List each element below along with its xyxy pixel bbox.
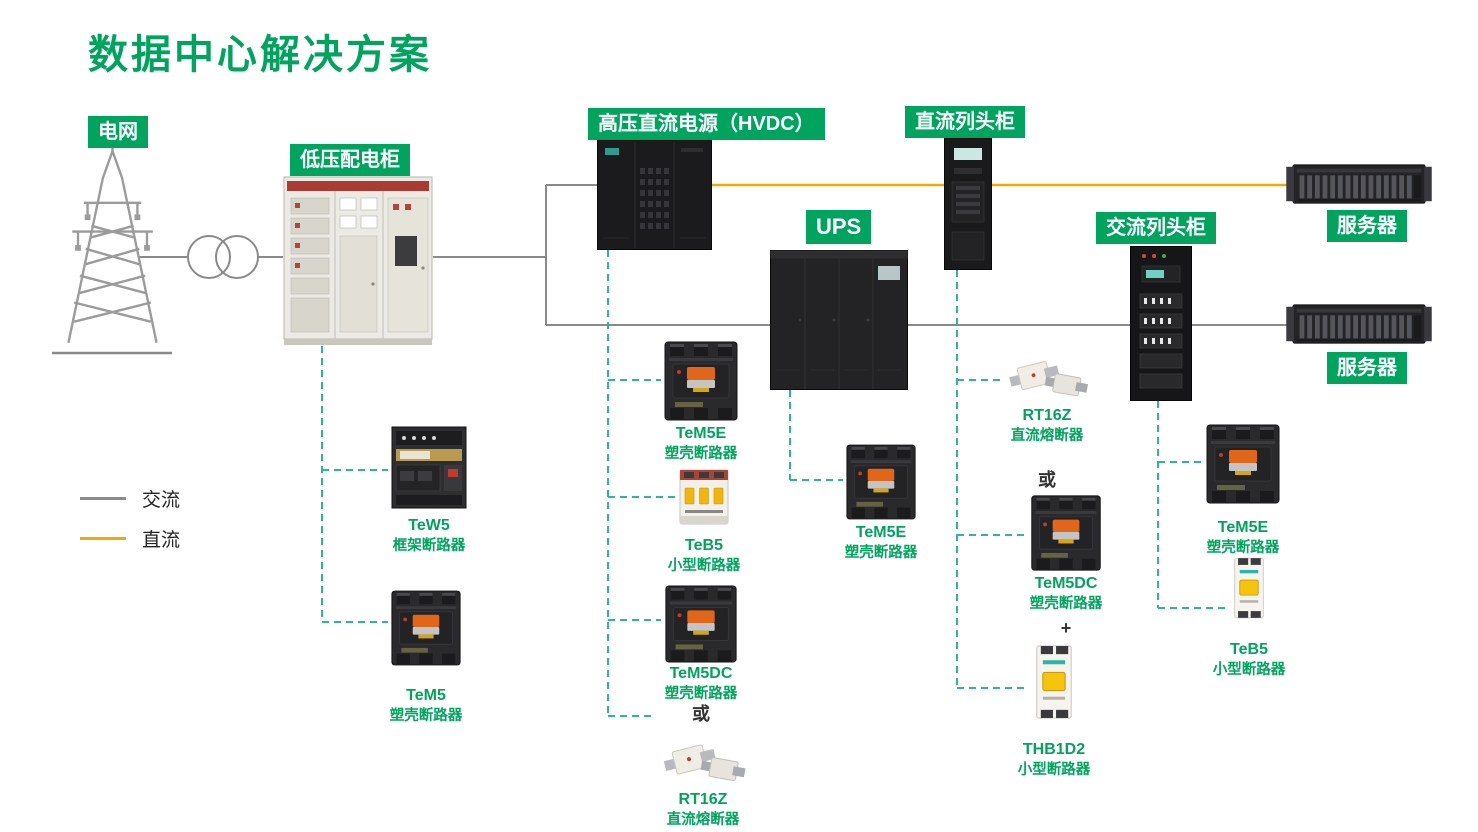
legend-dc-label: 直流 bbox=[142, 529, 181, 551]
label-server-dc: 服务器 bbox=[1327, 210, 1407, 242]
legend-ac-label: 交流 bbox=[142, 489, 181, 511]
legend-ac-row: 交流 bbox=[80, 478, 180, 518]
label-dc-row-cabinet: 直流列头柜 bbox=[905, 106, 1025, 138]
tem5e-ac-breaker-image bbox=[1205, 423, 1281, 505]
tem5dc-dc-breaker-image bbox=[1028, 494, 1104, 572]
label-hvdc: 高压直流电源（HVDC） bbox=[588, 108, 825, 140]
tem5-label: TeM5 塑壳断路器 bbox=[389, 687, 463, 724]
teb5-hvdc-label: TeB5 小型断路器 bbox=[667, 537, 741, 574]
rt16z-dc-fuse-image bbox=[1004, 350, 1090, 404]
tem5e-hvdc-breaker-image bbox=[663, 340, 739, 422]
tem5e-ac-label: TeM5E 塑壳断路器 bbox=[1206, 519, 1280, 556]
page-title: 数据中心解决方案 bbox=[88, 33, 432, 77]
label-ups: UPS bbox=[806, 210, 872, 244]
thb1d2-breaker-image bbox=[1028, 644, 1080, 720]
rt16z-hvdc-fuse-image bbox=[660, 733, 746, 789]
tem5-breaker-image bbox=[390, 588, 462, 668]
legend: 交流 直流 bbox=[80, 478, 180, 558]
or-connector-dc: 或 bbox=[1038, 470, 1056, 490]
or-connector-hvdc: 或 bbox=[692, 704, 710, 724]
tew5-label: TeW5 框架断路器 bbox=[392, 517, 466, 554]
transmission-tower-illustration bbox=[55, 136, 170, 354]
tem5dc-hvdc-label: TeM5DC 塑壳断路器 bbox=[664, 665, 738, 702]
server-dc-image bbox=[1283, 161, 1435, 207]
tem5e-ups-label: TeM5E 塑壳断路器 bbox=[844, 524, 918, 561]
dc-row-cabinet-image bbox=[944, 138, 992, 270]
plus-connector-dc: + bbox=[1060, 618, 1072, 638]
tew5-frame-breaker-image bbox=[390, 425, 468, 510]
server-ac-image bbox=[1283, 301, 1435, 347]
hvdc-power-supply-image bbox=[597, 140, 712, 250]
legend-dc-row: 直流 bbox=[80, 518, 180, 558]
tem5dc-dc-label: TeM5DC 塑壳断路器 bbox=[1029, 575, 1103, 612]
label-lv-cabinet: 低压配电柜 bbox=[290, 144, 410, 176]
product-callout-dashed-lines bbox=[321, 250, 1226, 717]
rt16z-dc-label: RT16Z 直流熔断器 bbox=[1010, 407, 1084, 444]
teb5-ac-label: TeB5 小型断路器 bbox=[1212, 641, 1286, 678]
ac-line-swatch bbox=[80, 496, 126, 500]
ac-row-cabinet-image bbox=[1130, 246, 1192, 401]
label-ac-row-cabinet: 交流列头柜 bbox=[1096, 212, 1216, 244]
teb5-ac-breaker-image bbox=[1228, 556, 1270, 620]
tem5dc-hvdc-breaker-image bbox=[663, 584, 739, 664]
label-power-grid: 电网 bbox=[88, 116, 148, 148]
tem5e-hvdc-label: TeM5E 塑壳断路器 bbox=[664, 425, 738, 462]
teb5-hvdc-breaker-image bbox=[678, 468, 730, 526]
label-server-ac: 服务器 bbox=[1327, 352, 1407, 384]
rt16z-hvdc-label: RT16Z 直流熔断器 bbox=[666, 791, 740, 828]
thb1d2-label: THB1D2 小型断路器 bbox=[1017, 741, 1091, 778]
tem5e-ups-breaker-image bbox=[845, 443, 917, 521]
transformer-symbol bbox=[187, 235, 259, 279]
dc-line-swatch bbox=[80, 536, 126, 540]
lv-distribution-cabinet-image bbox=[283, 176, 433, 346]
ups-image bbox=[770, 250, 908, 390]
